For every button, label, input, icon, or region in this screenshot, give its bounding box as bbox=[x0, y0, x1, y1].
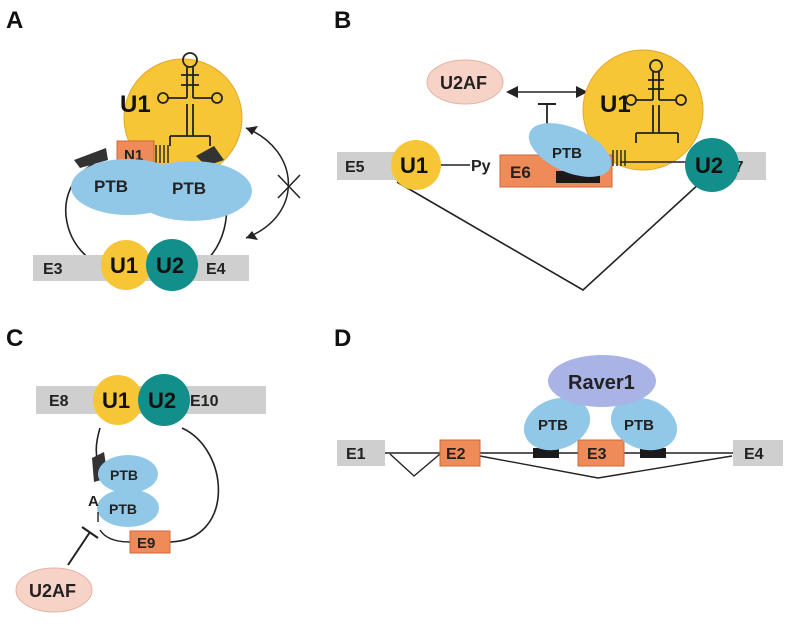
a-block-x-icon bbox=[277, 174, 301, 199]
b-arrowhead-right bbox=[576, 86, 588, 98]
c-ptb-bottom-label: PTB bbox=[109, 501, 137, 517]
d-raver1 bbox=[548, 355, 656, 407]
a-ptb-right bbox=[132, 161, 252, 221]
a-e3-label: E3 bbox=[43, 261, 63, 278]
c-ptb-top bbox=[98, 455, 158, 493]
c-u2-label: U2 bbox=[148, 388, 176, 413]
b-u2-small bbox=[685, 138, 739, 192]
b-py-label: Py bbox=[471, 158, 491, 175]
c-e9-label: E9 bbox=[137, 535, 155, 552]
a-u2-small-label: U2 bbox=[156, 253, 184, 278]
c-e8-label: E8 bbox=[49, 393, 69, 410]
a-blocked-arrow bbox=[245, 127, 290, 239]
panel-d-label: D bbox=[334, 325, 351, 352]
c-exon-e9 bbox=[129, 530, 171, 554]
c-ptb-bottom bbox=[97, 489, 159, 527]
a-u1-snrna-icon bbox=[157, 52, 223, 146]
d-ptb-right-label: PTB bbox=[624, 417, 654, 434]
b-u1-snrnp-large bbox=[582, 49, 704, 171]
d-exon-e3 bbox=[577, 439, 625, 467]
b-u2af bbox=[426, 59, 504, 105]
panel-d: D E1 E4 E2 E3 PTB PTB Raver1 bbox=[334, 325, 783, 479]
d-exon-e2 bbox=[439, 439, 481, 467]
c-u1-label: U1 bbox=[102, 388, 130, 413]
d-e2-label: E2 bbox=[446, 446, 466, 463]
c-a-label: A bbox=[88, 493, 99, 510]
panel-b-label: B bbox=[334, 7, 351, 34]
d-e1-label: E1 bbox=[346, 446, 366, 463]
a-ptb-site-left bbox=[74, 148, 108, 168]
b-base-pairing-icon bbox=[612, 150, 626, 166]
b-u1-small-label: U1 bbox=[400, 153, 428, 178]
d-e3-label: E3 bbox=[587, 446, 607, 463]
a-u2-small bbox=[146, 239, 198, 291]
c-intron-bottom bbox=[99, 529, 131, 543]
c-u2af-label: U2AF bbox=[29, 581, 76, 601]
a-u1-small bbox=[101, 240, 151, 290]
b-u1-snrna-icon bbox=[625, 59, 687, 143]
b-ptb-label: PTB bbox=[552, 145, 582, 162]
b-e6-label: E6 bbox=[510, 163, 531, 182]
b-u2-small-label: U2 bbox=[695, 153, 723, 178]
c-inhibition-bar bbox=[81, 526, 99, 539]
b-u2af-label: U2AF bbox=[440, 73, 487, 93]
c-u1 bbox=[93, 375, 143, 425]
c-inhibition-stem bbox=[67, 531, 91, 566]
d-exon-e4 bbox=[733, 440, 783, 466]
c-e10-label: E10 bbox=[190, 393, 219, 410]
b-e5-label: E5 bbox=[345, 159, 365, 176]
a-u1-small-label: U1 bbox=[110, 253, 138, 278]
b-ptb bbox=[528, 123, 612, 177]
panel-c-label: C bbox=[6, 325, 23, 352]
panel-a: A U1 N1 bbox=[6, 7, 301, 291]
a-base-pairing-icon bbox=[155, 145, 169, 163]
d-ptb-site-right bbox=[640, 448, 666, 458]
b-u1-large-label: U1 bbox=[600, 91, 631, 118]
a-ptb-site-right bbox=[196, 146, 224, 166]
panel-a-label: A bbox=[6, 7, 23, 34]
a-ptb-right-label: PTB bbox=[172, 179, 206, 198]
d-splice-e1-e2 bbox=[389, 453, 441, 477]
b-skipping-splice-line bbox=[396, 181, 702, 291]
d-ptb-right bbox=[610, 397, 678, 451]
panel-b: B U2AF U1 bbox=[334, 7, 766, 291]
c-ptb-top-label: PTB bbox=[110, 467, 138, 483]
a-e4-label: E4 bbox=[206, 261, 226, 278]
d-raver1-label: Raver1 bbox=[568, 372, 635, 394]
c-u2af bbox=[15, 567, 93, 613]
a-ptb-left-label: PTB bbox=[94, 177, 128, 196]
d-ptb-left-label: PTB bbox=[538, 417, 568, 434]
b-u1-small bbox=[391, 140, 441, 190]
c-intron-right bbox=[169, 427, 220, 543]
a-arrowhead-bottom bbox=[246, 231, 258, 240]
panel-c: C E8 E10 U1 U2 PTB PTB A E9 U2AF bbox=[6, 325, 266, 613]
a-u1-large-label: U1 bbox=[120, 91, 151, 118]
d-exon-e1 bbox=[337, 440, 385, 466]
d-splice-e2-e4 bbox=[479, 455, 733, 479]
d-ptb-site-left bbox=[533, 448, 559, 458]
b-arrowhead-left bbox=[506, 86, 518, 98]
d-ptb-left bbox=[523, 397, 591, 451]
a-arrowhead-top bbox=[246, 126, 258, 135]
d-e4-label: E4 bbox=[744, 446, 764, 463]
c-u2 bbox=[138, 374, 190, 426]
